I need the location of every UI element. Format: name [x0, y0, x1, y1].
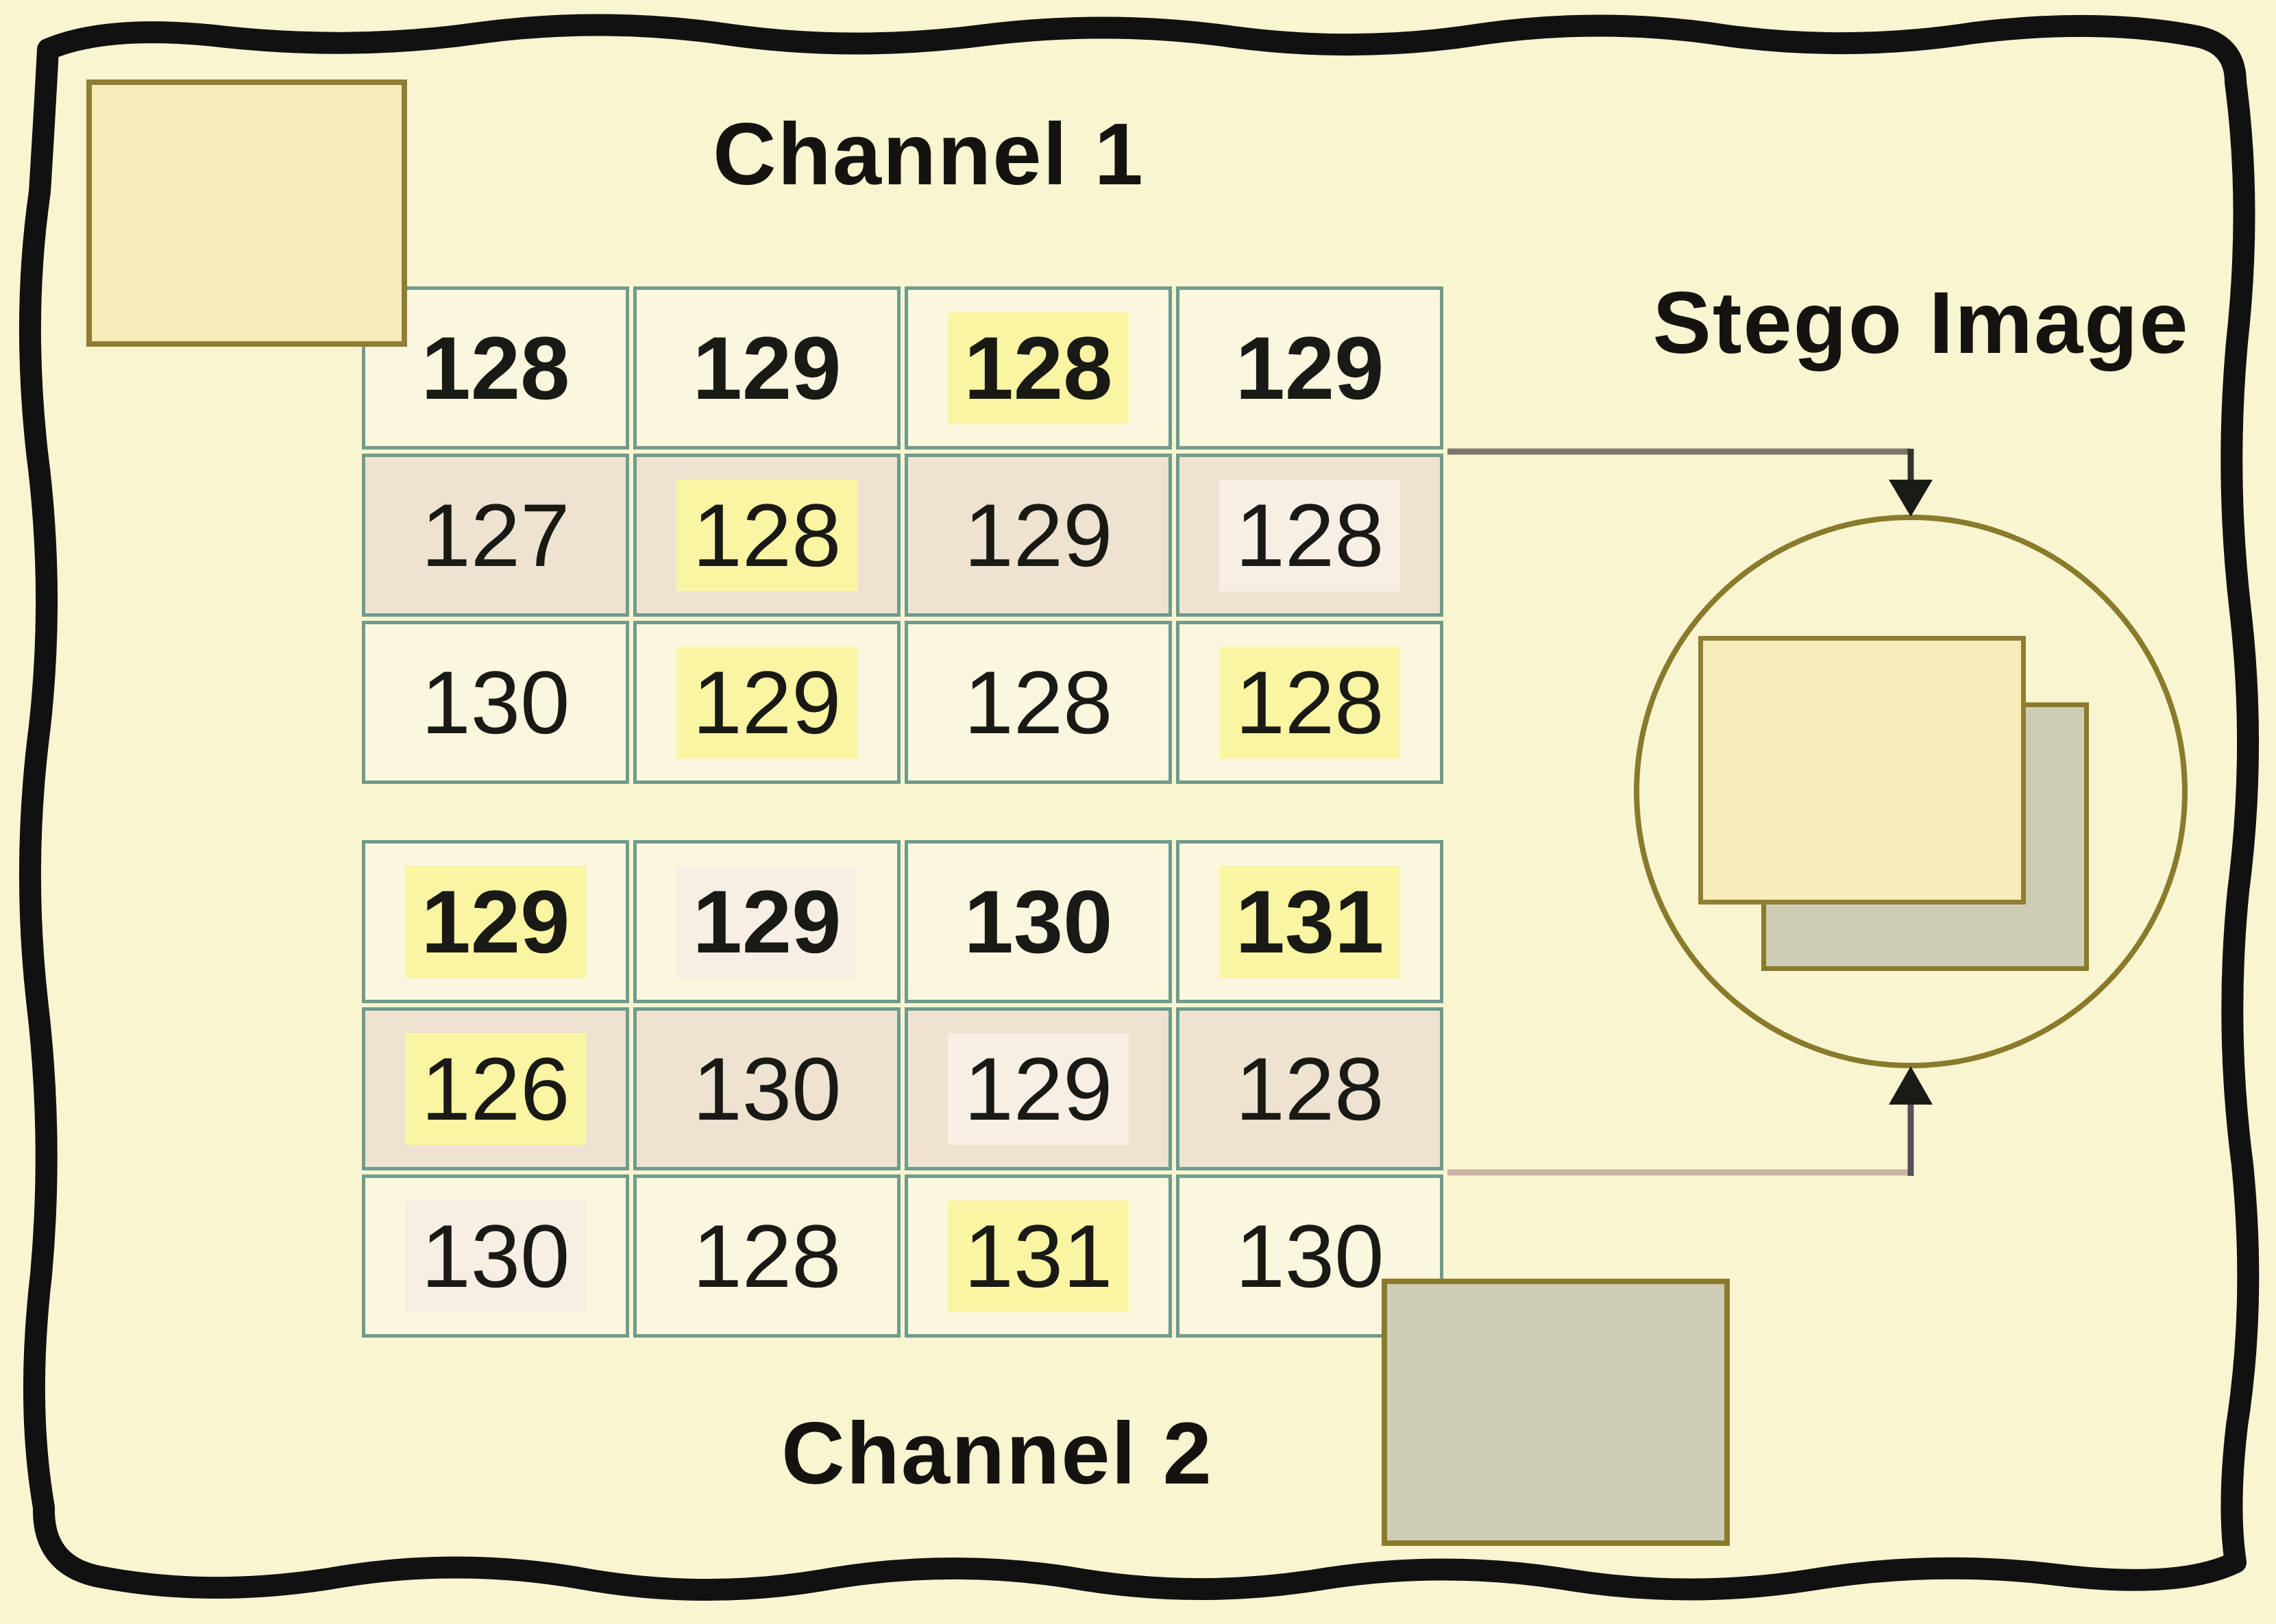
channel1-arrowhead-icon — [1889, 480, 1933, 517]
channel1-row-2: 127 128 129 128 — [362, 454, 1443, 617]
pixel-cell: 131 — [905, 1174, 1172, 1338]
pixel-value: 130 — [692, 1038, 842, 1139]
pixel-value: 129 — [676, 646, 858, 759]
pixel-cell: 126 — [362, 1007, 629, 1170]
pixel-cell: 129 — [905, 454, 1172, 617]
channel2-cover-swatch — [1382, 1279, 1730, 1546]
channel1-grid: 128 129 128 129 127 128 129 128 130 129 … — [358, 282, 1447, 788]
stego-image-label: Stego Image — [1652, 274, 2190, 372]
channel2-grid: 129 129 130 131 126 130 129 128 130 128 … — [358, 836, 1447, 1342]
pixel-value: 131 — [947, 1200, 1129, 1312]
pixel-value: 129 — [1235, 317, 1384, 418]
stego-yellow-layer — [1698, 636, 2026, 905]
pixel-value: 128 — [1235, 1038, 1384, 1139]
pixel-value: 128 — [421, 317, 570, 418]
channel2-row-2: 126 130 129 128 — [362, 1007, 1443, 1170]
pixel-cell: 131 — [1176, 840, 1443, 1003]
pixel-value: 128 — [947, 312, 1129, 424]
pixel-value: 131 — [1219, 865, 1401, 978]
pixel-value: 128 — [964, 652, 1113, 752]
pixel-cell: 129 — [633, 840, 901, 1003]
pixel-value: 130 — [1235, 1205, 1384, 1306]
pixel-cell: 130 — [633, 1007, 901, 1170]
channel1-row-3: 130 129 128 128 — [362, 621, 1443, 784]
channel2-arrowhead-icon — [1889, 1066, 1933, 1105]
pixel-cell: 128 — [905, 286, 1172, 450]
pixel-cell: 127 — [362, 454, 629, 617]
pixel-cell: 130 — [362, 621, 629, 784]
pixel-value: 129 — [404, 865, 587, 978]
pixel-cell: 128 — [1176, 454, 1443, 617]
pixel-cell: 129 — [905, 1007, 1172, 1170]
pixel-cell: 130 — [362, 1174, 629, 1338]
pixel-cell: 128 — [1176, 1007, 1443, 1170]
pixel-value: 130 — [964, 871, 1113, 972]
pixel-value: 129 — [964, 484, 1113, 585]
channel2-row-1: 129 129 130 131 — [362, 840, 1443, 1003]
pixel-cell: 129 — [633, 286, 901, 450]
pixel-value: 128 — [1219, 479, 1401, 591]
pixel-cell: 128 — [633, 454, 901, 617]
pixel-value: 128 — [1219, 646, 1401, 759]
pixel-value: 129 — [947, 1033, 1129, 1145]
pixel-value: 130 — [421, 652, 570, 752]
pixel-cell: 128 — [905, 621, 1172, 784]
pixel-value: 129 — [692, 317, 842, 418]
pixel-cell: 129 — [362, 840, 629, 1003]
pixel-value: 127 — [421, 484, 570, 585]
pixel-cell: 128 — [1176, 621, 1443, 784]
pixel-cell: 130 — [905, 840, 1172, 1003]
channel1-title: Channel 1 — [713, 106, 1145, 204]
channel2-row-3: 130 128 131 130 — [362, 1174, 1443, 1338]
pixel-cell: 129 — [633, 621, 901, 784]
pixel-value: 130 — [404, 1200, 587, 1312]
pixel-value: 128 — [676, 479, 858, 591]
channel2-title: Channel 2 — [781, 1405, 1213, 1503]
pixel-value: 128 — [692, 1205, 842, 1306]
pixel-value: 129 — [676, 865, 858, 978]
pixel-cell: 129 — [1176, 286, 1443, 450]
pixel-value: 126 — [404, 1033, 587, 1145]
channel1-cover-swatch — [86, 79, 407, 347]
pixel-cell: 128 — [633, 1174, 901, 1338]
channel1-row-1: 128 129 128 129 — [362, 286, 1443, 450]
